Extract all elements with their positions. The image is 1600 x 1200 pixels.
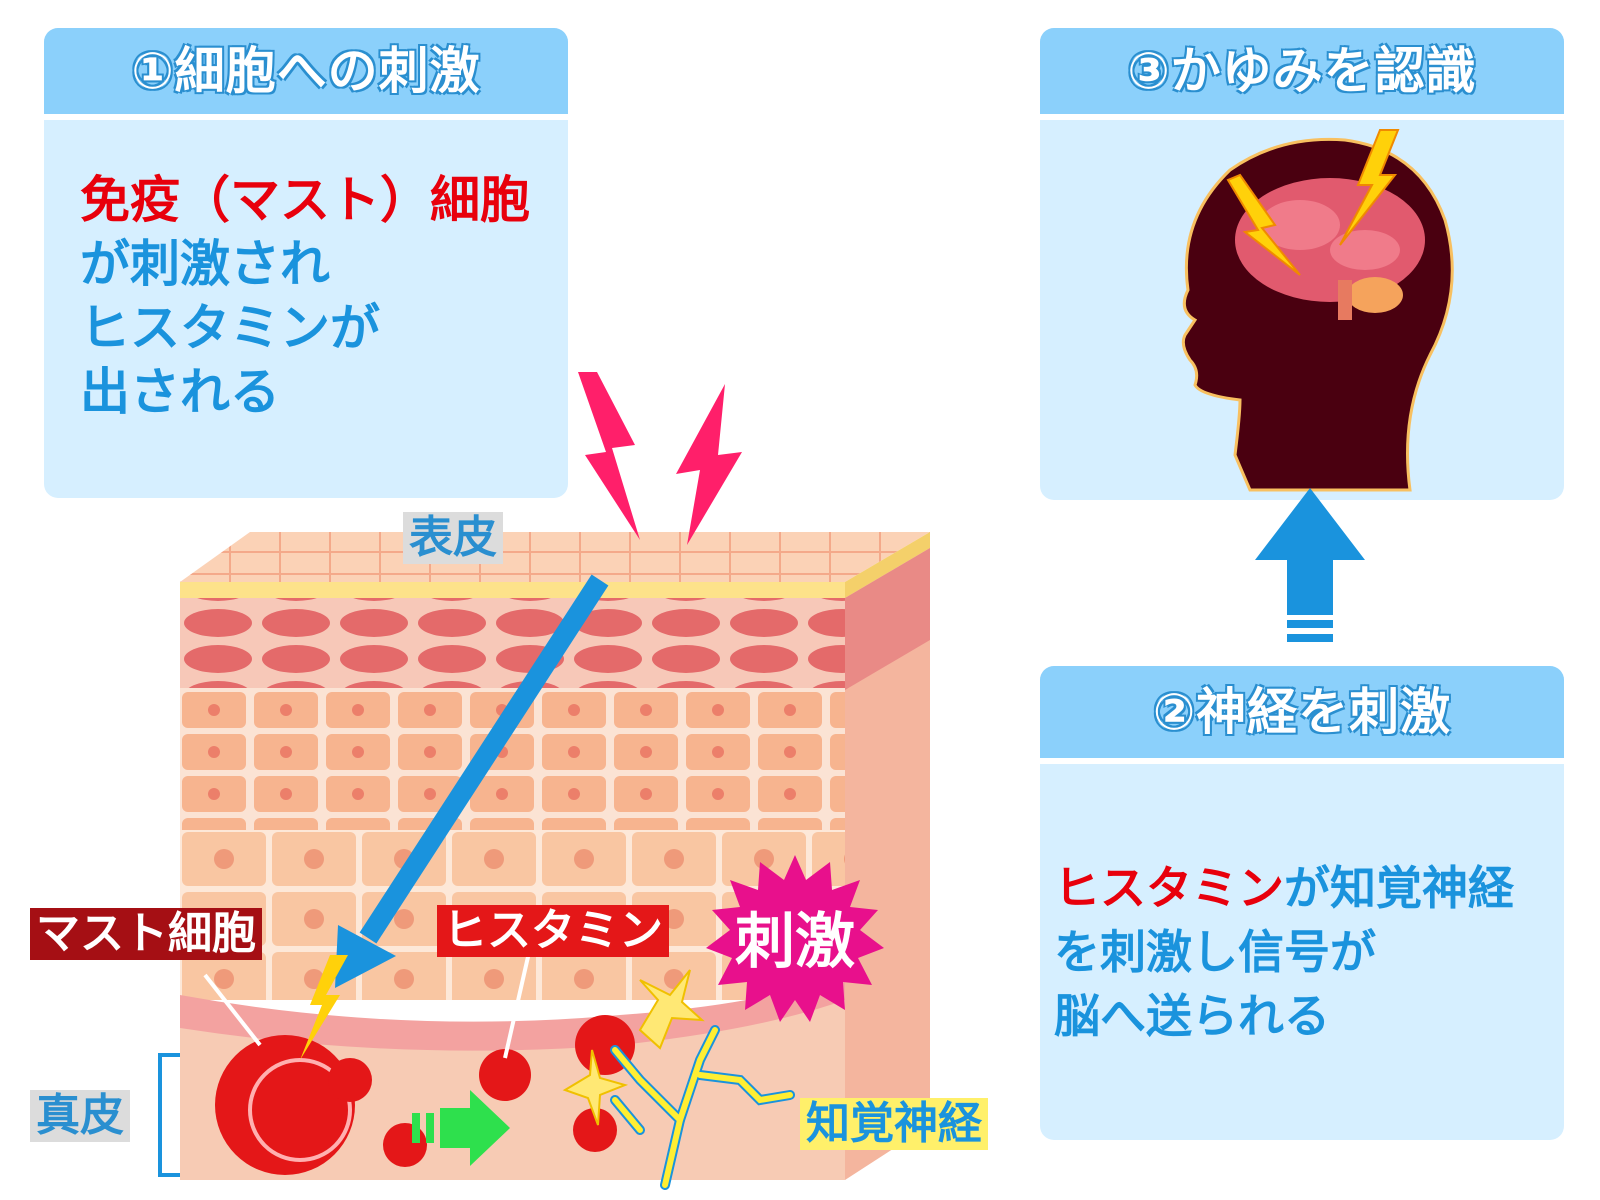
step2-line-1-rest: が知覚神経 xyxy=(1284,861,1514,915)
skin-top-surface xyxy=(180,532,930,582)
spark-star xyxy=(638,969,705,1050)
arrow-head xyxy=(335,925,396,988)
skin-side-face xyxy=(845,548,930,1180)
lightning-icon xyxy=(1226,173,1301,276)
step1-line: 出される xyxy=(80,363,280,421)
step1-title: ①細胞への刺激 xyxy=(44,28,568,120)
dermis-label: 真皮 xyxy=(30,1090,130,1142)
step1-line: ヒスタミンが xyxy=(80,299,380,357)
step2-line: 脳へ送られる xyxy=(1054,989,1330,1043)
step1-line: が刺激され xyxy=(80,235,330,293)
lightning-icon xyxy=(578,372,640,540)
step2-panel: ②神経を刺激 ヒスタミンが知覚神経 を刺激し信号が 脳へ送られる xyxy=(1040,666,1564,1140)
step2-line: を刺激し信号が xyxy=(1054,925,1376,979)
stratum-corneum xyxy=(180,582,845,598)
epidermis-label: 表皮 xyxy=(403,512,503,564)
step2-line-1: ヒスタミンが知覚神経 xyxy=(1054,856,1514,920)
sensory-nerve-label: 知覚神経 xyxy=(800,1098,988,1150)
step3-title: ③かゆみを認識 xyxy=(1040,28,1564,120)
lightning-icon xyxy=(1339,129,1400,246)
step1-highlight: 免疫（マスト）細胞 xyxy=(80,171,530,229)
step2-description: ヒスタミンが知覚神経 を刺激し信号が 脳へ送られる xyxy=(1054,856,1514,1048)
histamine-label: ヒスタミン xyxy=(437,905,669,957)
spark-star xyxy=(562,1049,629,1126)
stimulus-label: 刺激 xyxy=(735,907,855,977)
cell-layer-red xyxy=(180,598,845,688)
lightning-icon xyxy=(676,384,742,545)
stimulus-burst xyxy=(706,855,884,1022)
flow-arrow xyxy=(440,1090,510,1166)
step2-title: ②神経を刺激 xyxy=(1040,666,1564,764)
step2-highlight: ヒスタミン xyxy=(1054,861,1284,915)
penetration-arrow xyxy=(359,574,609,944)
head-silhouette-icon xyxy=(1181,137,1454,492)
dermis-bracket xyxy=(158,1053,180,1177)
spark-icon xyxy=(300,955,348,1060)
mast-cell-label: マスト細胞 xyxy=(30,908,262,960)
flow-arrow-stripe xyxy=(412,1113,420,1143)
up-arrow xyxy=(1255,488,1365,642)
step1-panel: ①細胞への刺激 免疫（マスト）細胞 が刺激され ヒスタミンが 出される xyxy=(44,28,568,498)
step1-description: 免疫（マスト）細胞 が刺激され ヒスタミンが 出される xyxy=(80,168,530,424)
